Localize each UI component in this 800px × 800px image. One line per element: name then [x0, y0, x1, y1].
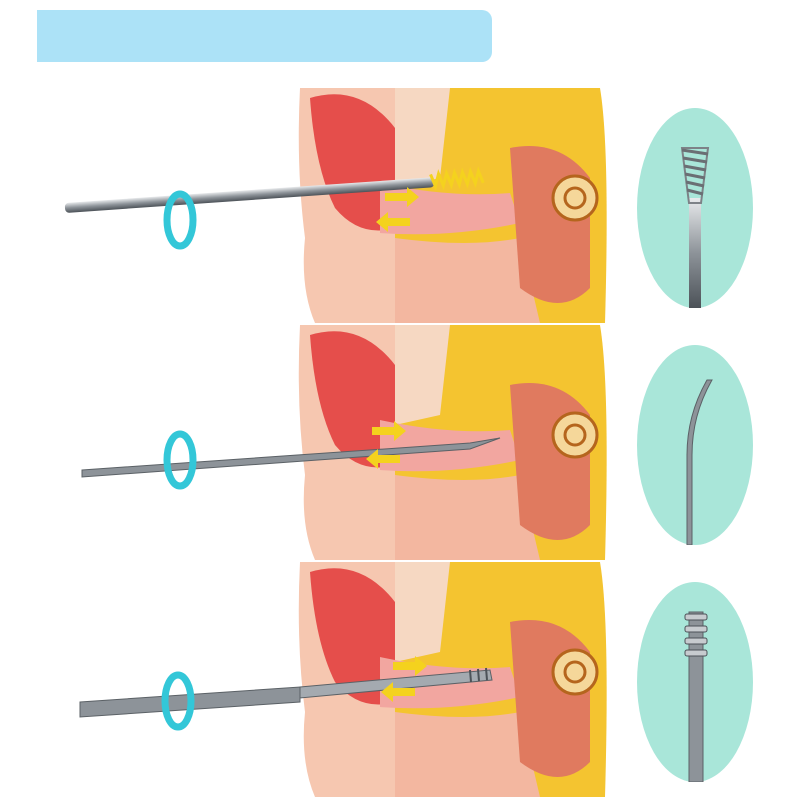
arrow-out: [376, 212, 410, 232]
cartilage: [395, 88, 450, 188]
middle-ear: [510, 146, 590, 303]
arrow-out: [366, 449, 400, 469]
cochlea: [551, 174, 599, 222]
arrow-in: [372, 421, 406, 441]
ear-illustration: [64, 88, 607, 323]
tool-handle: [81, 437, 501, 478]
panel-grooved-tool: [0, 562, 800, 797]
panel-spiral-tool: [0, 88, 800, 323]
arrow-in: [385, 187, 419, 207]
spiral-tip: [429, 166, 485, 191]
detail-oval-spiral: [637, 108, 754, 308]
arrow-in: [393, 656, 427, 676]
rotate-ring-icon: [161, 671, 195, 731]
detail-oval-curved: [637, 345, 754, 546]
ear-canal-red: [310, 94, 395, 231]
rotate-ring-icon: [163, 190, 197, 250]
lower-tissue: [395, 238, 540, 323]
detail-oval-grooved: [637, 582, 754, 783]
panel-curved-tool: [0, 325, 800, 560]
arrow-out: [381, 682, 415, 702]
ear-illustration: [81, 325, 607, 560]
header-banner: [37, 10, 492, 62]
rotate-ring-icon: [163, 430, 197, 490]
ear-illustration: [79, 562, 607, 797]
tool-handle: [64, 177, 435, 213]
